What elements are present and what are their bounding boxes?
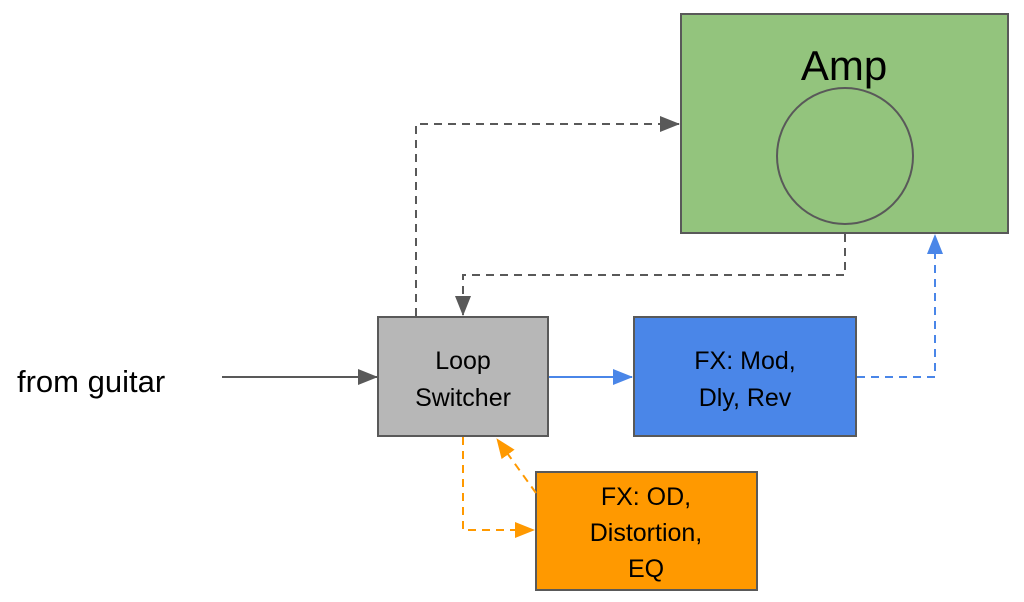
fx-mod-box: [633, 316, 857, 437]
switcher-to-amp-arrow: [415, 116, 680, 316]
amp-box: [680, 13, 1009, 234]
fx-mod-node: FX: Mod, Dly, Rev: [633, 316, 857, 437]
fx-mod-label-line1: FX: Mod,: [694, 347, 795, 375]
amp-label: Amp: [801, 42, 887, 89]
fx-od-label-line1: FX: OD,: [601, 483, 691, 511]
fx-od-node: FX: OD, Distortion, EQ: [535, 471, 758, 591]
loop-switcher-box: [377, 316, 549, 437]
loop-switcher-node: Loop Switcher: [377, 316, 549, 437]
fx-od-box: [535, 471, 758, 591]
speaker-icon: [776, 87, 914, 225]
switcher-to-fx-od-arrow: [462, 437, 535, 538]
fx-mod-to-amp-arrow: [857, 234, 943, 378]
amp-to-switcher-arrow: [455, 234, 846, 316]
fx-od-label-line3: EQ: [628, 555, 664, 583]
input-label: from guitar: [17, 364, 165, 399]
loop-switcher-label-line1: Loop: [435, 347, 491, 375]
loop-switcher-label-line2: Switcher: [415, 384, 511, 412]
fx-od-label-line2: Distortion,: [590, 519, 703, 547]
fx-mod-label-line2: Dly, Rev: [699, 384, 792, 412]
amp-node: Amp: [680, 13, 1009, 234]
fx-od-to-switcher-arrow: [496, 438, 537, 494]
